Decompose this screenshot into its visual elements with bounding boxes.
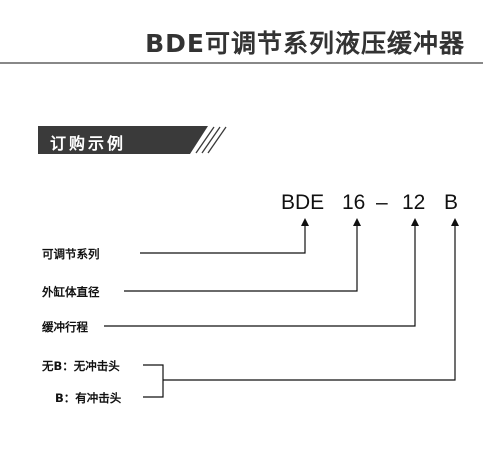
stroke-callout-line <box>104 218 419 327</box>
title-divider <box>0 62 483 64</box>
label-no-stop: 无B：无冲击头 <box>42 359 120 373</box>
page-title: BDE可调节系列液压缓冲器 <box>145 29 465 58</box>
stop-callout-line <box>163 218 459 381</box>
code-series: BDE <box>281 191 325 214</box>
stop-bracket <box>143 364 164 398</box>
banner-stripe-2 <box>201 126 221 154</box>
code-stop: B <box>444 191 459 214</box>
code-diameter: 16 <box>342 191 366 214</box>
section-banner: 订购示例 <box>38 126 230 154</box>
diameter-callout-line <box>124 218 361 292</box>
banner-fill <box>38 126 208 154</box>
label-series: 可调节系列 <box>42 247 100 261</box>
banner-shape <box>38 126 227 154</box>
label-diameter: 外缸体直径 <box>42 285 100 299</box>
section-heading: 订购示例 <box>50 134 127 153</box>
banner-stripe-3 <box>207 126 227 154</box>
label-stroke: 缓冲行程 <box>42 320 88 334</box>
label-stop: B：有冲击头 <box>55 391 122 405</box>
code-stroke: 12 <box>402 191 426 214</box>
code-separator: – <box>376 191 388 214</box>
banner-stripe-1 <box>195 126 215 154</box>
series-callout-line <box>140 218 309 254</box>
